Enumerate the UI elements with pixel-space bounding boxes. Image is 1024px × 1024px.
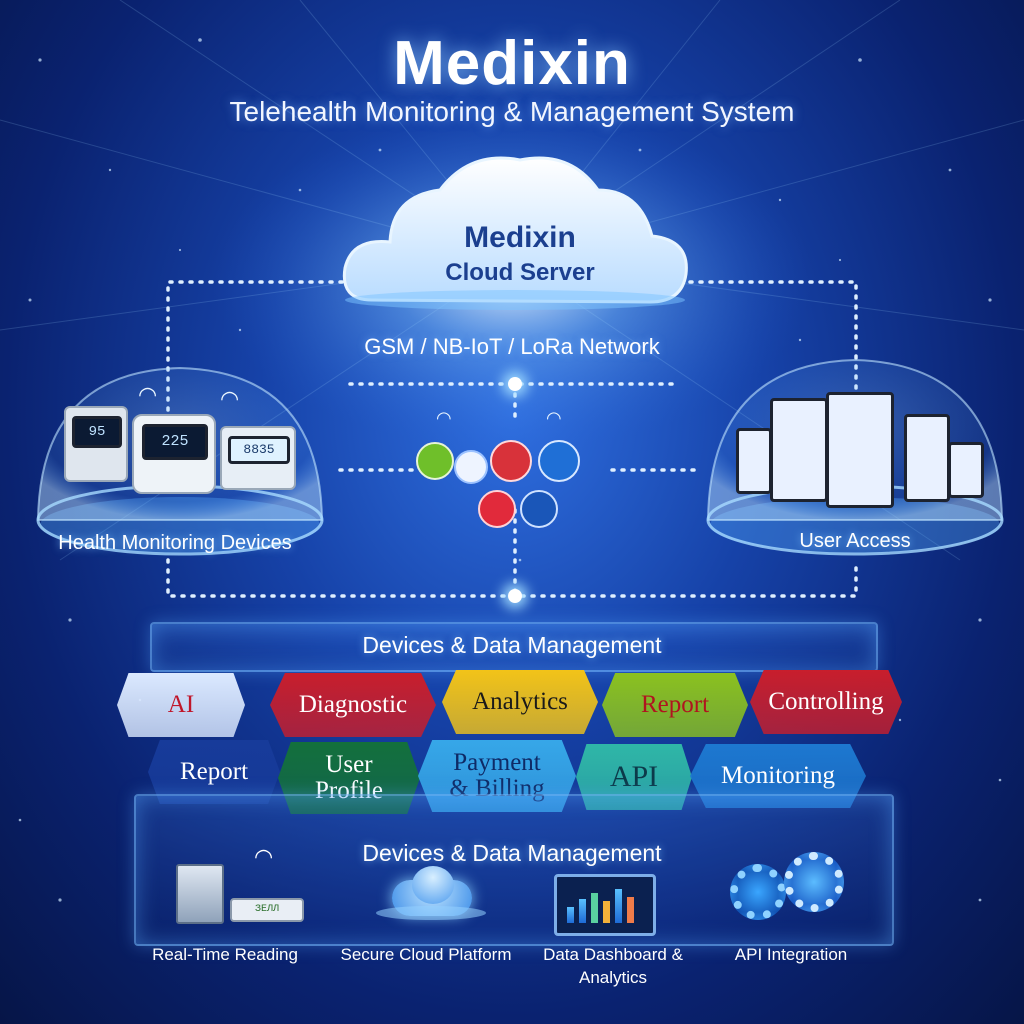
management-panel xyxy=(150,622,878,672)
phone-screen xyxy=(770,398,828,502)
module-controlling[interactable]: Controlling xyxy=(750,670,902,734)
health-service-icon xyxy=(416,442,454,480)
wifi-icon: ◠ xyxy=(254,844,274,869)
module-monitoring[interactable]: Monitoring xyxy=(690,744,866,808)
module-api[interactable]: API xyxy=(576,744,692,810)
feature-label-api-integration: API Integration xyxy=(734,945,848,964)
health-devices-label: Health Monitoring Devices xyxy=(58,532,292,554)
management-title: Devices & Data Management xyxy=(362,632,662,658)
sync-service-icon xyxy=(520,490,558,528)
page-subtitle: Telehealth Monitoring & Management Syste… xyxy=(229,96,795,127)
page-title: Medixin xyxy=(393,29,631,98)
phone-screen xyxy=(826,392,894,508)
cloud-icon xyxy=(376,866,486,926)
wifi-icon: ◠ xyxy=(546,408,562,428)
router-display: ЗЕЛЛ xyxy=(230,898,304,922)
cloud-server-icon xyxy=(342,156,688,310)
router-icon: ◠ ЗЕЛЛ xyxy=(176,844,304,924)
device-screen: 8835 xyxy=(228,436,290,464)
module-analytics[interactable]: Analytics xyxy=(442,670,598,734)
wifi-icon: ◠ xyxy=(138,382,158,407)
device-service-icon xyxy=(454,450,488,484)
central-service-icons: ◠ ◠ xyxy=(414,408,614,534)
heart-service-icon xyxy=(490,440,532,482)
dashboard-icon xyxy=(554,874,656,936)
module-report-primary[interactable]: Report xyxy=(602,673,748,737)
network-label: GSM / NB-IoT / LoRa Network xyxy=(364,334,660,359)
network-node xyxy=(508,377,522,391)
feature-label-secure-cloud: Secure Cloud Platform xyxy=(340,945,512,964)
health-devices-illustration: ◠ ◠ 95 225 8835 xyxy=(60,382,300,506)
device-monitor: 8835 xyxy=(220,426,296,490)
module-report-secondary[interactable]: Report xyxy=(148,740,280,804)
module-payment-billing[interactable]: Payment& Billing xyxy=(418,740,576,812)
location-service-icon xyxy=(538,440,580,482)
feature-label-real-time-reading: Real-Time Reading xyxy=(152,945,298,964)
module-diagnostic[interactable]: Diagnostic xyxy=(270,673,436,737)
cloud-server-node: Medixin Cloud Server xyxy=(380,218,660,288)
bottom-panel-title: Devices & Data Management xyxy=(362,840,662,866)
network-node xyxy=(508,589,522,603)
device-screen: 95 xyxy=(72,416,122,448)
gear-icon xyxy=(730,852,850,932)
cloud-server-title: Medixin xyxy=(464,221,576,254)
alert-service-icon xyxy=(478,490,516,528)
phone-screen xyxy=(904,414,950,502)
device-monitor: 225 xyxy=(132,414,216,494)
wifi-icon: ◠ xyxy=(436,408,452,428)
device-screen: 225 xyxy=(142,424,208,460)
cloud-server-subtitle: Cloud Server xyxy=(445,259,595,286)
tablet-screen xyxy=(948,442,984,498)
tablet-screen xyxy=(736,428,772,494)
device-monitor: 95 xyxy=(64,406,128,482)
user-access-illustration xyxy=(736,392,984,508)
wifi-icon: ◠ xyxy=(220,386,240,411)
feature-label-dashboard: Data Dashboard & Analytics xyxy=(543,945,683,987)
module-ai[interactable]: AI xyxy=(117,673,245,737)
user-access-label: User Access xyxy=(799,530,911,552)
